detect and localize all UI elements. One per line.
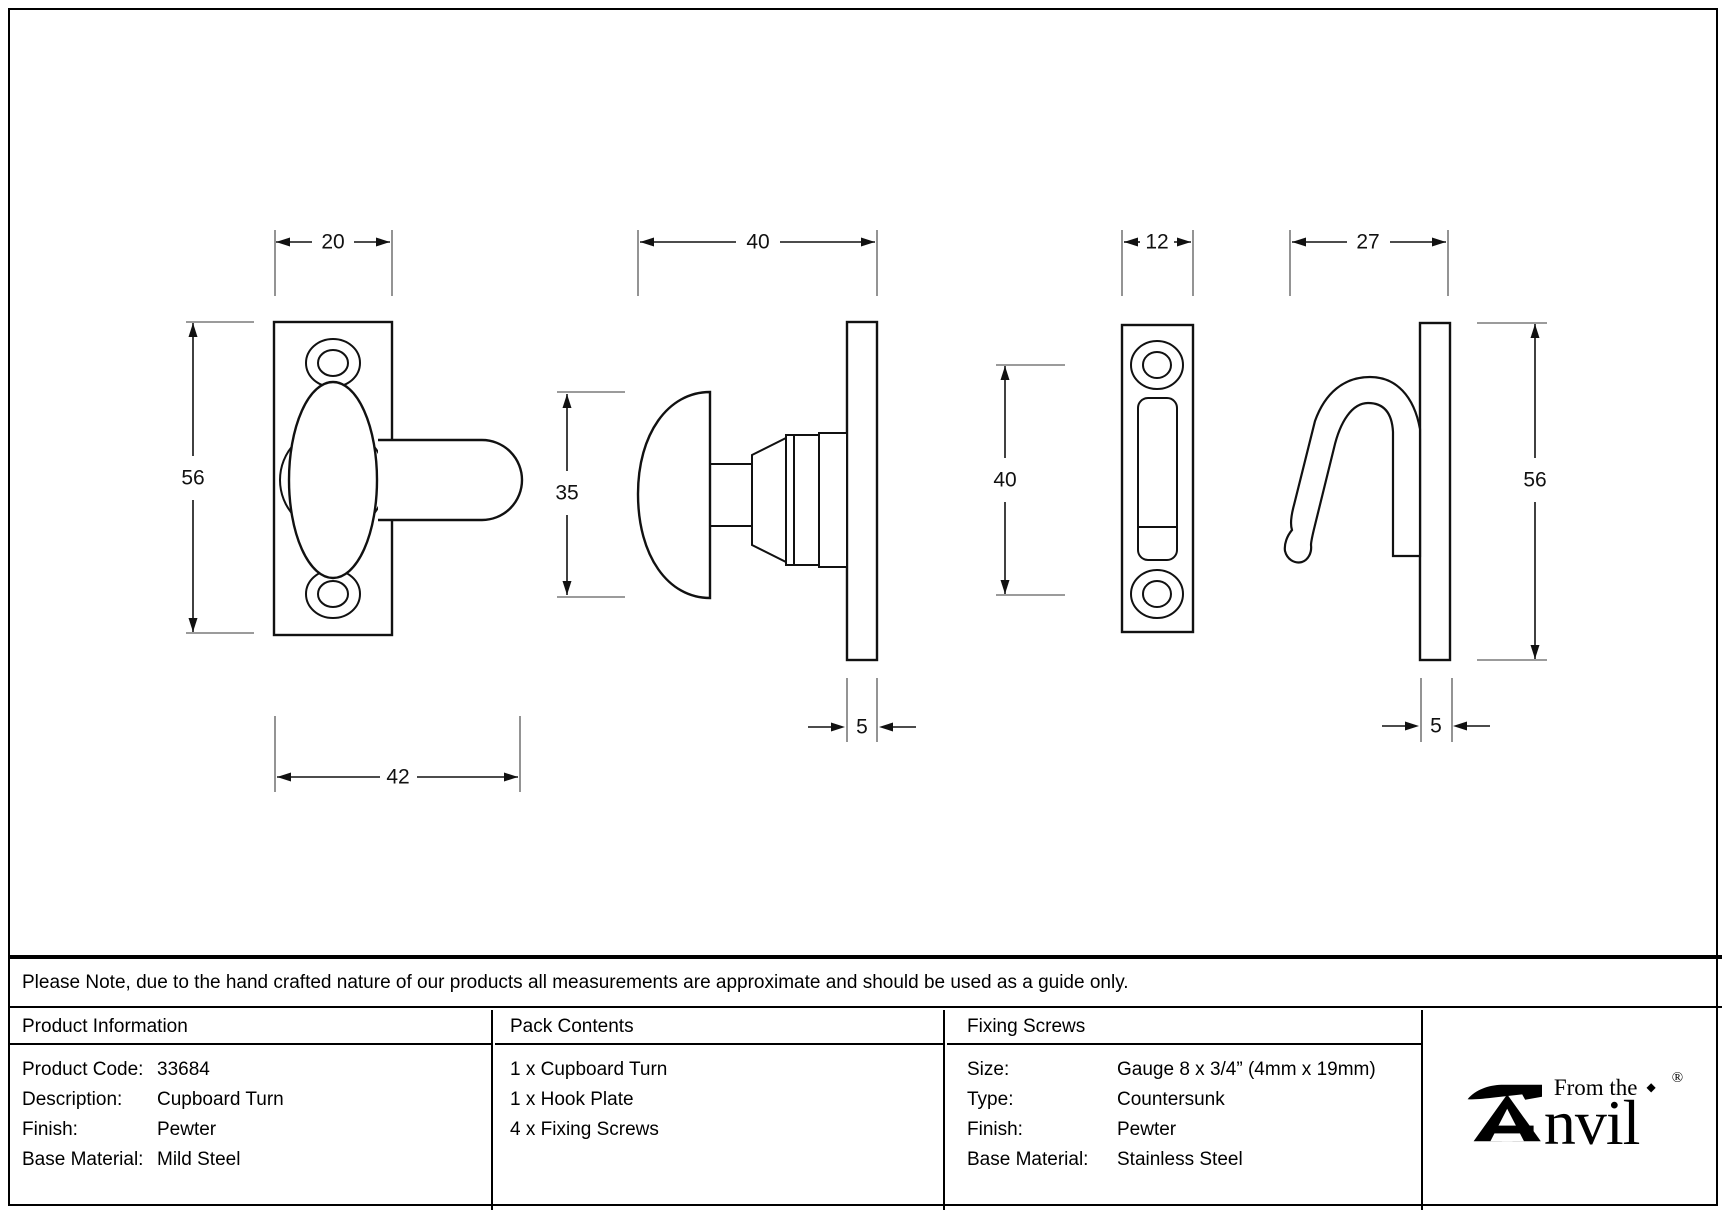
- hookplate-hook: [1283, 375, 1422, 564]
- base-material-row: Base Material: Mild Steel: [22, 1149, 241, 1170]
- product-information-column: Product Information Product Code: 33684 …: [8, 1010, 493, 1210]
- description-row: Description: Cupboard Turn: [22, 1089, 284, 1110]
- screw-finish-row: Finish: Pewter: [967, 1119, 1177, 1140]
- drawing-cupboard-turn-front: [272, 320, 524, 637]
- page-border: [8, 8, 1718, 1206]
- product-code-row: Product Code: 33684: [22, 1059, 210, 1080]
- hookplate-screw-hole-bottom-inner: [1142, 580, 1172, 608]
- hookplate-screw-hole-top-outer: [1130, 340, 1184, 390]
- registered-trademark-icon: ®: [1671, 1070, 1684, 1087]
- pack-contents-header: Pack Contents: [495, 1010, 943, 1045]
- dim-hookplate-thickness: 5: [1430, 715, 1442, 738]
- anvil-a-icon: [1467, 1084, 1542, 1142]
- dims-hook-plate-side: 27 56 5: [1289, 230, 1547, 742]
- logo-from-the: From the: [1553, 1074, 1638, 1100]
- pack-item: 1 x Cupboard Turn: [510, 1059, 668, 1080]
- dim-turn-plate-height: 56: [181, 467, 204, 490]
- turn-side-bell: [751, 436, 787, 564]
- drawing-hook-plate-front: [1120, 323, 1195, 634]
- turn-side-flange: [818, 432, 848, 568]
- screw-type-row: Type: Countersunk: [967, 1089, 1225, 1110]
- turn-screw-hole-bottom-inner: [317, 580, 349, 608]
- turn-screw-hole-top-inner: [317, 349, 349, 377]
- dim-hookplate-width: 12: [1145, 231, 1168, 254]
- turn-side-plate: [845, 320, 879, 662]
- brand-logo-cell: From the ◆ ® nvil: [1425, 1010, 1722, 1210]
- product-information-header: Product Information: [8, 1010, 491, 1045]
- dim-hookplate-hole-centres: 40: [993, 469, 1016, 492]
- turn-side-dome: [636, 390, 712, 600]
- finish-row: Finish: Pewter: [22, 1119, 217, 1140]
- fixing-screws-column: Fixing Screws Size: Gauge 8 x 3/4” (4mm …: [947, 1010, 1423, 1210]
- drawing-cupboard-turn-side: [636, 320, 879, 662]
- drawing-hook-plate-side: [1283, 321, 1452, 662]
- logo-diamond-icon: ◆: [1646, 1080, 1656, 1095]
- dim-turn-plate-width: 20: [321, 231, 344, 254]
- technical-drawings: 20 56 42: [181, 230, 1547, 792]
- dim-hookplate-depth: 27: [1356, 231, 1379, 254]
- turn-side-rim: [785, 434, 820, 566]
- screw-base-material-row: Base Material: Stainless Steel: [967, 1149, 1243, 1170]
- dims-cupboard-turn-side: 40 35 5: [555, 230, 916, 742]
- turn-latch-arm: [378, 438, 524, 522]
- hookplate-screw-hole-bottom-outer: [1130, 569, 1184, 619]
- dim-turn-total-width: 42: [386, 766, 409, 789]
- hookplate-screw-hole-top-inner: [1142, 351, 1172, 379]
- fixing-screws-header: Fixing Screws: [947, 1010, 1421, 1045]
- dims-cupboard-turn-front: 20 56 42: [181, 230, 521, 792]
- dim-turn-total-depth: 40: [746, 231, 769, 254]
- from-the-anvil-logo: From the ◆ ® nvil: [1464, 1070, 1684, 1158]
- dim-hookplate-height: 56: [1523, 469, 1546, 492]
- dim-turn-knob-height: 35: [555, 482, 578, 505]
- pack-item: 1 x Hook Plate: [510, 1089, 634, 1110]
- dims-hook-plate-front: 12 40: [993, 230, 1194, 596]
- measurement-note: Please Note, due to the hand crafted nat…: [8, 955, 1722, 1008]
- turn-oval-knob: [287, 380, 379, 580]
- pack-contents-column: Pack Contents 1 x Cupboard Turn 1 x Hook…: [495, 1010, 945, 1210]
- hookplate-slot: [1137, 397, 1178, 561]
- screw-size-row: Size: Gauge 8 x 3/4” (4mm x 19mm): [967, 1059, 1376, 1080]
- measurement-note-text: Please Note, due to the hand crafted nat…: [22, 971, 1129, 993]
- logo-nvil-text: nvil: [1543, 1086, 1641, 1158]
- hookplate-side-plate: [1418, 321, 1452, 662]
- pack-item: 4 x Fixing Screws: [510, 1119, 659, 1140]
- dim-turn-plate-thickness: 5: [856, 716, 868, 739]
